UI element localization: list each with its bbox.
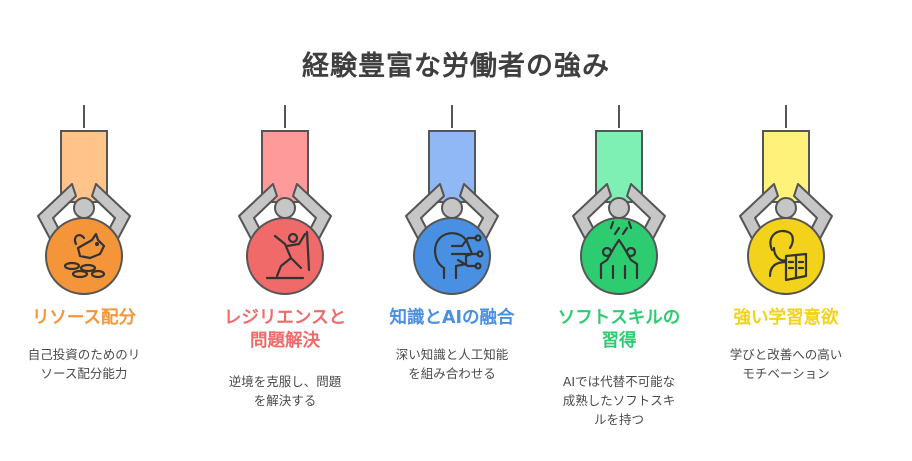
claw-graphic xyxy=(739,105,833,295)
strength-item-resource: リソース配分 自己投資のためのリ ソース配分能力 xyxy=(0,0,168,461)
high-five-icon xyxy=(599,220,639,280)
claw-graphic xyxy=(238,105,332,295)
page-title: 経験豊富な労働者の強み xyxy=(302,51,610,82)
strength-item-learning: 強い学習意欲 学びと改善への高い モチベーション xyxy=(702,0,870,461)
reading-person-icon xyxy=(768,229,808,282)
strength-item-knowledge-ai: 知識とAIの融合 深い知識と人工知能 を組み合わせる xyxy=(368,0,536,461)
strength-description: AIでは代替不可能な 成熟したソフトスキ ルを持つ xyxy=(562,374,676,427)
strength-description: 深い知識と人工知能 を組み合わせる xyxy=(395,347,509,381)
piggy-bank-icon xyxy=(63,232,106,279)
strength-label: ソフトスキルの 習得 xyxy=(557,308,681,351)
claw-graphic xyxy=(572,105,666,295)
climbing-person-icon xyxy=(265,230,311,280)
strength-label: 強い学習意欲 xyxy=(733,308,839,328)
ai-head-icon xyxy=(434,232,484,280)
claw-graphic xyxy=(37,105,131,295)
strength-label: 知識とAIの融合 xyxy=(389,308,515,328)
strength-label: リソース配分 xyxy=(31,308,137,328)
strength-description: 学びと改善への高い モチベーション xyxy=(729,347,843,381)
strength-item-resilience: レジリエンスと 問題解決 逆境を克服し、問題 を解決する xyxy=(201,0,369,461)
claw-graphic xyxy=(405,105,499,295)
strength-item-soft-skills: ソフトスキルの 習得 AIでは代替不可能な 成熟したソフトスキ ルを持つ xyxy=(535,0,703,461)
strength-description: 逆境を克服し、問題 を解決する xyxy=(228,374,342,408)
strength-label: レジリエンスと 問題解決 xyxy=(223,308,347,351)
strength-description: 自己投資のためのリ ソース配分能力 xyxy=(27,347,141,381)
